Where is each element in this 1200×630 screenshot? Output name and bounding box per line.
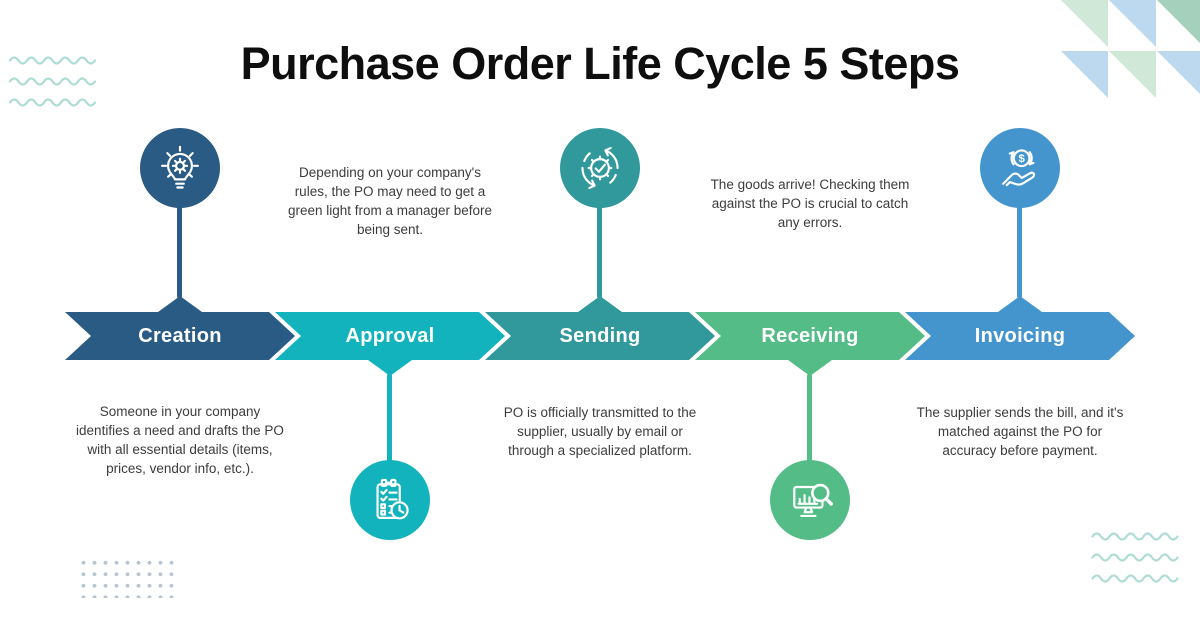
invoicing-icon-circle: $ [980,128,1060,208]
receiving-icon-circle [770,460,850,540]
svg-text:$: $ [1018,153,1025,165]
invoicing-description: The supplier sends the bill, and it's ma… [916,405,1124,459]
sending-icon-circle [560,128,640,208]
wave-line-icon [1091,553,1179,562]
wavy-lines-decoration-bottom-right [1088,528,1183,583]
approval-arrow-segment [275,312,505,376]
dot-grid-decoration-bottom-left [77,556,174,598]
creation-arrow-segment [65,296,295,360]
approval-connector-line [387,374,392,464]
triangle-pattern-decoration-top-right [1061,0,1200,100]
creation-icon-circle [140,128,220,208]
monitor-chart-magnifier-icon [793,483,833,518]
creation-step-label: Creation [138,324,222,347]
invoicing-arrow-segment [905,296,1135,360]
page-title: Purchase Order Life Cycle 5 Steps [240,38,960,89]
hand-coin-icon: $ [1002,149,1036,187]
wave-line-icon [1091,532,1179,541]
creation-connector-line [177,200,182,298]
invoicing-connector-line [1017,200,1022,298]
wave-line-icon [1091,574,1179,583]
receiving-step-label: Receiving [761,324,859,347]
wave-line-icon [8,77,97,86]
receiving-connector-line [807,374,812,464]
sending-step-label: Sending [559,324,641,347]
receiving-description: The goods arrive! Checking them against … [710,177,910,231]
sending-arrow-segment [485,296,715,360]
sending-connector-line [597,200,602,298]
gear-check-cycle-icon [581,146,619,190]
wavy-lines-decoration-top-left [8,52,98,107]
lightbulb-gear-icon [161,145,199,189]
approval-step-label: Approval [345,324,435,347]
receiving-arrow-segment [695,312,925,376]
checklist-clock-icon [376,478,409,520]
wave-line-icon [8,56,97,65]
creation-description: Someone in your company identifies a nee… [76,404,284,477]
invoicing-step-label: Invoicing [974,324,1066,347]
wave-line-icon [8,98,97,107]
sending-description: PO is officially transmitted to the supp… [503,405,697,459]
approval-icon-circle [350,460,430,540]
approval-description: Depending on your company's rules, the P… [287,165,493,238]
